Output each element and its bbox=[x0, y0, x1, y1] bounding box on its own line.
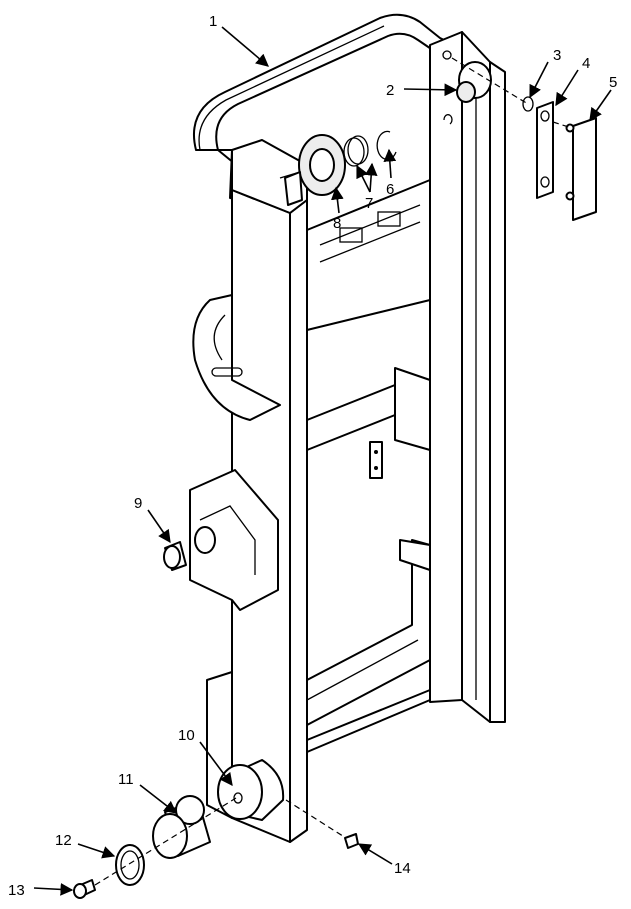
bearing-11 bbox=[152, 795, 211, 859]
callout-4: 4 bbox=[582, 55, 590, 72]
washer-12 bbox=[115, 844, 145, 886]
upper-side-bracket bbox=[192, 294, 281, 421]
callout-8: 8 bbox=[333, 215, 341, 232]
grease-fitting-14 bbox=[344, 833, 359, 849]
callout-5: 5 bbox=[609, 74, 617, 91]
callout-10: 10 bbox=[178, 727, 195, 744]
washer-3 bbox=[522, 96, 534, 112]
callout-13: 13 bbox=[8, 882, 25, 899]
plate-4 bbox=[536, 101, 554, 199]
frame-right-channel bbox=[429, 31, 506, 723]
lower-side-bracket bbox=[189, 469, 279, 611]
carriage-inner bbox=[306, 179, 431, 753]
callout-3: 3 bbox=[553, 47, 561, 64]
callout-14: 14 bbox=[394, 860, 411, 877]
top-roller-8 bbox=[279, 134, 346, 206]
callout-12: 12 bbox=[55, 832, 72, 849]
snap-ring-6 bbox=[376, 130, 397, 161]
callout-9: 9 bbox=[134, 495, 142, 512]
callout-2: 2 bbox=[386, 82, 394, 99]
stub-shaft-2 bbox=[456, 61, 492, 103]
callout-6: 6 bbox=[386, 181, 394, 198]
callout-1: 1 bbox=[209, 13, 217, 30]
callout-7: 7 bbox=[365, 195, 373, 212]
retainer-rings-7 bbox=[343, 135, 369, 167]
screw-13 bbox=[73, 879, 96, 899]
callout-11: 11 bbox=[118, 771, 134, 788]
frame-left-column bbox=[231, 139, 308, 843]
bushing-9 bbox=[163, 541, 187, 571]
callout-labels: 1 2 3 4 5 6 7 8 9 10 11 12 13 14 bbox=[8, 13, 617, 899]
plate-5 bbox=[565, 117, 597, 221]
callout-leaders bbox=[33, 26, 612, 896]
